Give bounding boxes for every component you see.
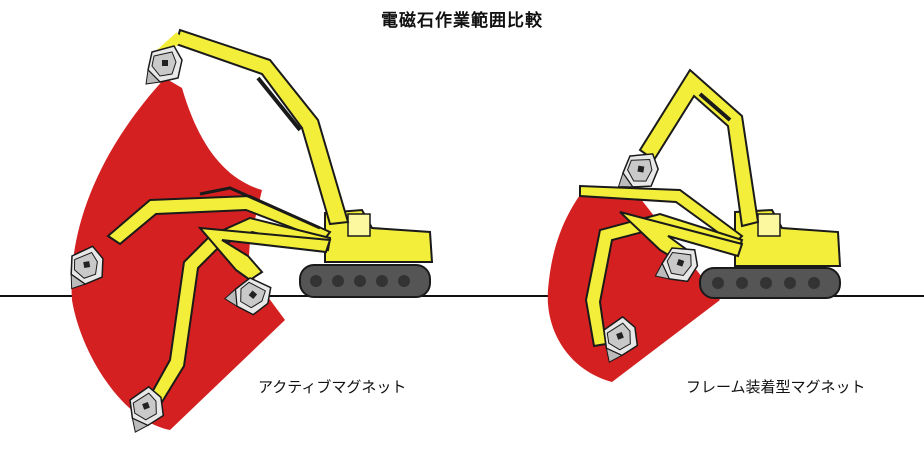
excavator-right [579, 68, 842, 348]
work-range-left [71, 78, 285, 430]
label-active-magnet: アクティブマグネット [258, 378, 407, 396]
work-range-right [547, 192, 720, 382]
diagram-title: 電磁石作業範囲比較 [381, 11, 543, 31]
magnet-attachment-icon [145, 45, 183, 85]
label-frame-mounted-magnet: フレーム装着型マグネット [686, 378, 866, 396]
